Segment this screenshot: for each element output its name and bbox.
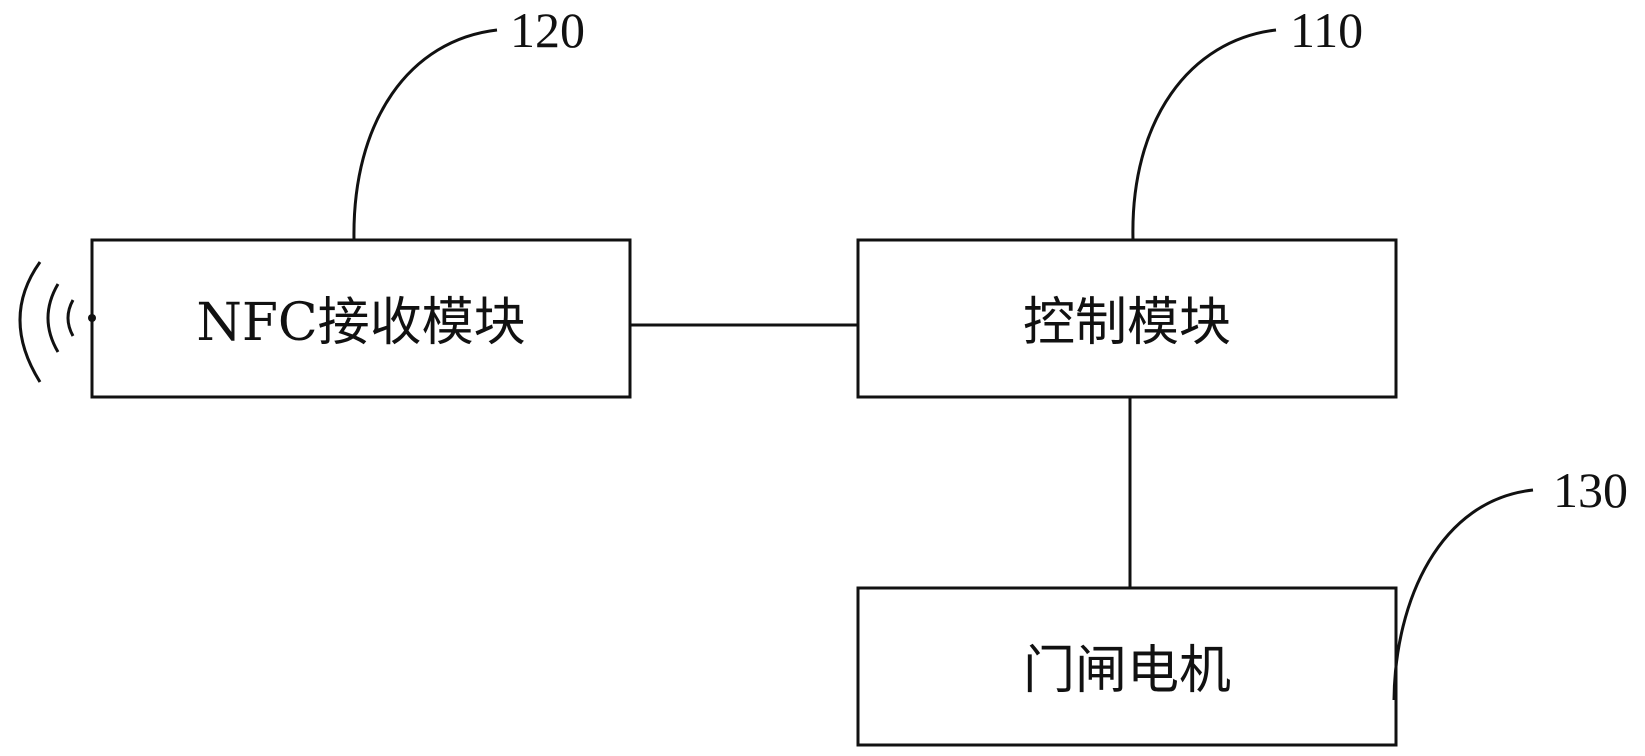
control-block: 控制模块 <box>856 238 1398 399</box>
ref-numeral-110: 110 <box>1290 2 1363 58</box>
leader-line-120 <box>352 28 498 241</box>
ref-numeral-130: 130 <box>1553 462 1628 518</box>
nfc-receiver-block: NFC接收模块 <box>90 238 632 399</box>
control-block-label: 控制模块 <box>1023 293 1231 353</box>
ref-numeral-120: 120 <box>510 2 585 58</box>
gate-motor-block: 门闸电机 <box>856 586 1398 747</box>
leader-line-130 <box>1392 488 1534 701</box>
motor-block-label: 门闸电机 <box>1023 641 1231 701</box>
wireless-signal-icon <box>18 261 96 383</box>
leader-line-110 <box>1131 28 1277 241</box>
nfc-block-label: NFC接收模块 <box>196 293 525 353</box>
